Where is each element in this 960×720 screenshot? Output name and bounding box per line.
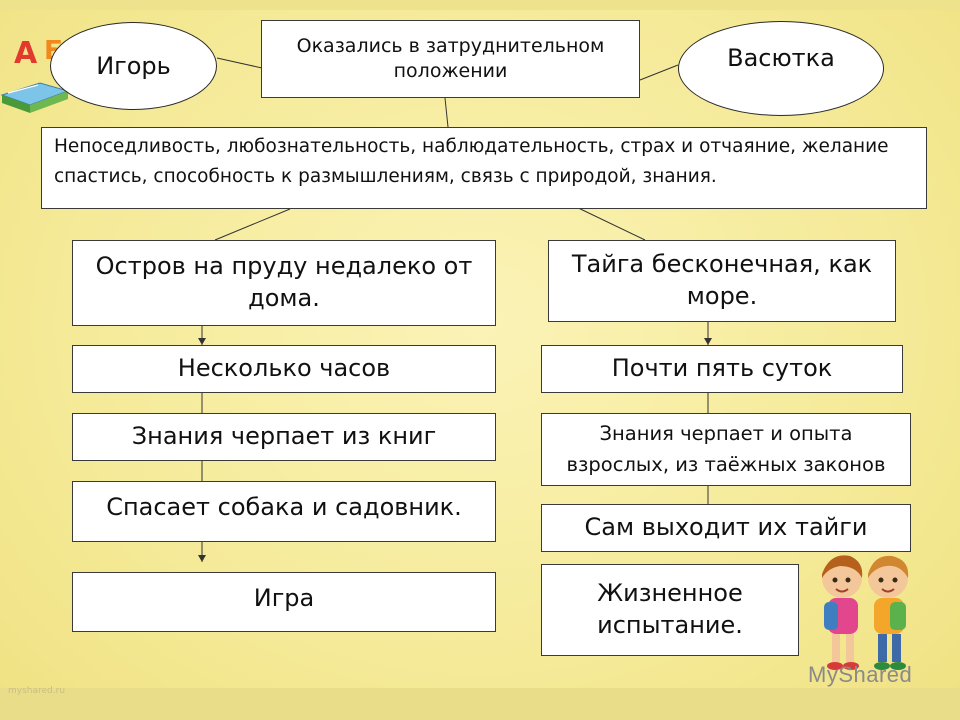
left-box-knowledge-text: Знания черпает из книг — [131, 422, 437, 451]
right-box-duration-text: Почти пять суток — [611, 354, 833, 383]
header-box-text: Оказались в затруднительном положении — [296, 34, 605, 82]
right-box-setting-text: Тайга бесконечная, как море. — [571, 250, 873, 310]
traits-box: Непоседливость, любознательность, наблюд… — [41, 127, 927, 209]
myshared-watermark: MyShared — [808, 662, 912, 688]
right-box-rescue-text: Сам выходит их тайги — [584, 513, 868, 542]
left-box-outcome-text: Игра — [253, 584, 315, 612]
left-box-rescue-text: Спасает собака и садовник. — [106, 493, 462, 521]
source-watermark: myshared.ru — [8, 686, 66, 696]
svg-text:A: A — [14, 36, 38, 71]
right-box-setting: Тайга бесконечная, как море. — [548, 240, 896, 322]
ellipse-igor-label: Игорь — [96, 52, 171, 80]
myshared-watermark-text: MyShared — [808, 662, 913, 687]
right-box-rescue: Сам выходит их тайги — [541, 504, 911, 552]
left-box-knowledge: Знания черпает из книг — [72, 413, 496, 461]
right-box-outcome: Жизненное испытание. — [541, 564, 799, 656]
ellipse-vasyutka-label: Васютка — [727, 44, 835, 72]
left-box-setting: Остров на пруду недалеко от дома. — [72, 240, 496, 326]
left-box-duration: Несколько часов — [72, 345, 496, 393]
ellipse-vasyutka: Васютка — [678, 21, 884, 116]
right-box-knowledge: Знания черпает и опыта взрослых, из таёж… — [541, 413, 911, 486]
left-box-setting-text: Остров на пруду недалеко от дома. — [95, 252, 473, 312]
right-box-duration: Почти пять суток — [541, 345, 903, 393]
right-box-outcome-text: Жизненное испытание. — [597, 579, 743, 639]
children-illustration-icon — [822, 555, 909, 670]
traits-text: Непоседливость, любознательность, наблюд… — [54, 136, 889, 187]
left-box-duration-text: Несколько часов — [177, 354, 391, 383]
left-box-rescue: Спасает собака и садовник. — [72, 481, 496, 542]
right-box-knowledge-text: Знания черпает и опыта взрослых, из таёж… — [566, 422, 886, 476]
bottom-bar — [0, 688, 960, 720]
ellipse-igor: Игорь — [50, 22, 217, 110]
left-box-outcome: Игра — [72, 572, 496, 632]
top-frame — [0, 0, 960, 10]
header-box: Оказались в затруднительном положении — [261, 20, 640, 98]
